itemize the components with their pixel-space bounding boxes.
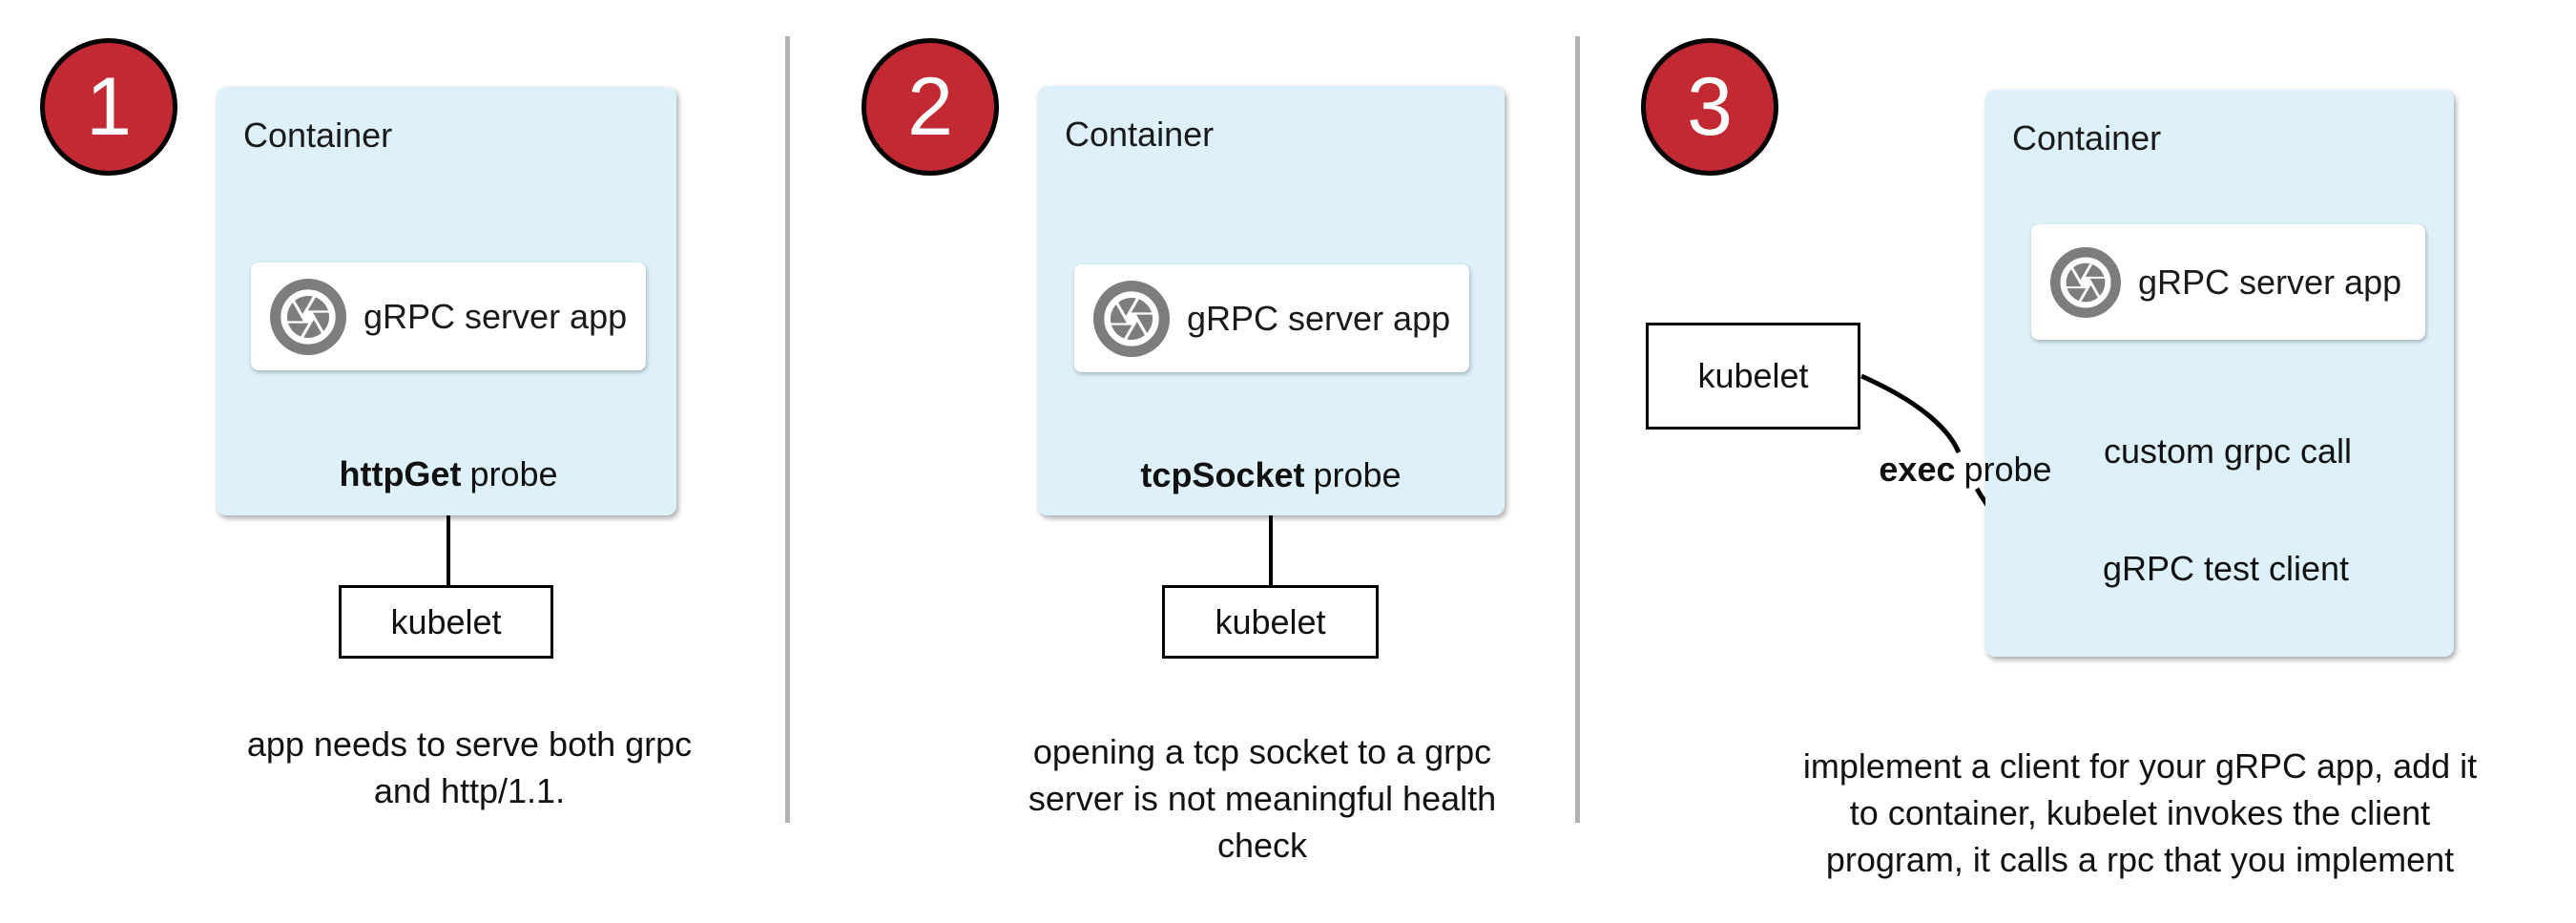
aperture-icon: [2050, 246, 2121, 318]
step-2-number: 2: [907, 60, 953, 153]
aperture-icon: [1093, 280, 1170, 357]
grpc-server-app-box-2: gRPC server app: [1074, 264, 1469, 372]
grpc-test-client-label: gRPC test client: [2103, 549, 2349, 589]
step-1-number: 1: [86, 60, 132, 153]
probe-word-2: probe: [1313, 455, 1402, 494]
container-label-3: Container: [2012, 118, 2162, 157]
caption-2-line-1: opening a tcp socket to a grpc: [1032, 732, 1492, 771]
grpc-test-client-text: gRPC test client: [2102, 549, 2350, 588]
step-2-badge: 2: [862, 38, 999, 176]
container-label-1: Container: [243, 115, 393, 155]
grpc-server-app-label-2: gRPC server app: [1187, 298, 1451, 338]
caption-3-line-3: program, it calls a rpc that you impleme…: [1825, 840, 2455, 879]
step-1-badge: 1: [40, 38, 177, 176]
caption-1: app needs to serve both grpc and http/1.…: [212, 721, 727, 814]
custom-grpc-call-text: custom grpc call: [2103, 431, 2353, 471]
caption-1-line-2: and http/1.1.: [373, 771, 566, 810]
caption-2-line-2: server is not meaningful health: [1028, 779, 1497, 818]
aperture-icon: [270, 278, 346, 355]
caption-3-line-2: to container, kubelet invokes the client: [1849, 793, 2431, 832]
caption-3-line-1: implement a client for your gRPC app, ad…: [1802, 746, 2478, 786]
step-3-number: 3: [1687, 60, 1733, 153]
step-3-badge: 3: [1641, 38, 1778, 176]
kubelet-box-1: kubelet: [339, 585, 553, 659]
probe-kind-1: httpGet: [339, 454, 462, 493]
caption-1-line-1: app needs to serve both grpc: [246, 724, 693, 764]
caption-3: implement a client for your gRPC app, ad…: [1768, 743, 2512, 883]
grpc-server-app-label-1: gRPC server app: [364, 296, 628, 336]
panel-divider-1: [785, 36, 790, 823]
panel-divider-2: [1575, 36, 1580, 823]
container-label-2: Container: [1065, 115, 1215, 154]
probe-kind-2: tcpSocket: [1140, 455, 1305, 494]
kubelet-label-2: kubelet: [1215, 601, 1326, 641]
kubelet-label-3: kubelet: [1697, 356, 1809, 395]
kubelet-box-2: kubelet: [1162, 585, 1379, 659]
container-box-3: Container: [1985, 90, 2454, 657]
probe-word-3: probe: [1963, 450, 2052, 489]
probe-kind-3: exec: [1879, 450, 1956, 489]
kubelet-box-3: kubelet: [1646, 323, 1860, 430]
grpc-server-app-box-1: gRPC server app: [251, 262, 646, 370]
grpc-server-app-label-3: gRPC server app: [2138, 262, 2402, 302]
custom-grpc-call-label: custom grpc call: [2104, 431, 2352, 472]
kubelet-label-1: kubelet: [390, 601, 502, 641]
probe-word-1: probe: [469, 454, 558, 493]
caption-2: opening a tcp socket to a grpc server is…: [976, 728, 1548, 869]
grpc-server-app-box-3: gRPC server app: [2031, 224, 2425, 340]
caption-2-line-3: check: [1216, 826, 1308, 865]
